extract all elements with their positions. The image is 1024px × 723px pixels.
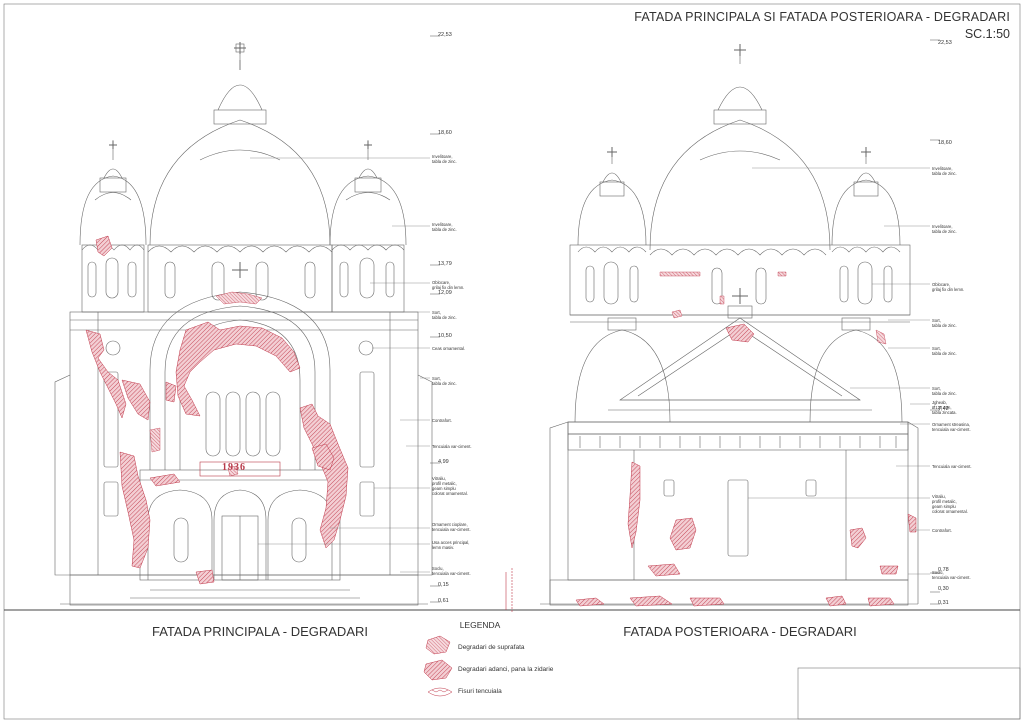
legend-label-deep: Degradari adanci, pana la zidarie [458, 666, 554, 673]
front-level: 0,61 [438, 598, 449, 604]
rear-level: 18,60 [938, 140, 952, 146]
front-note: Ornament cioplare, tencuiala var-ciment. [432, 522, 471, 532]
rear-level: 22,53 [938, 40, 952, 46]
legend-swatch-deep [423, 659, 453, 681]
date-panel [199, 461, 281, 477]
front-note: Sort, tabla de zinc. [432, 376, 457, 386]
rear-note: Ornament streasina, tencuiala var-ciment… [932, 422, 971, 432]
rear-note: Invelitoare, tabla de zinc. [932, 166, 957, 176]
front-level-lines [430, 35, 440, 603]
legend-swatch-cracks [427, 687, 453, 697]
legend-title: LEGENDA [459, 620, 501, 630]
rear-level: 0,30 [938, 586, 949, 592]
front-damage-areas [85, 235, 349, 585]
legend-label-cracks: Fisuri tencuiala [458, 688, 502, 695]
rear-note: Sort, tabla de zinc. [932, 346, 957, 356]
rear-note: Tencuiala var-ciment. [932, 464, 972, 469]
rear-note: Vitraliu, profil metalic, geam simplu co… [932, 494, 968, 514]
front-note: Vitraliu, profil metalic, geam simplu co… [432, 476, 468, 496]
rear-leaders [748, 167, 930, 575]
date-inscription: 1936 [222, 462, 246, 473]
rear-damage-shallow [659, 271, 887, 345]
rear-note: Jgheab, Ø120 mm, tabla zincata. [932, 400, 957, 415]
rear-note: Sort, tabla de zinc. [932, 386, 957, 396]
rear-note: Contrafort. [932, 528, 952, 533]
rear-damage-areas [575, 323, 917, 607]
front-facade-drawing [54, 42, 433, 606]
front-level: 0,15 [438, 582, 449, 588]
front-note: Ceas ornamental. [432, 346, 466, 351]
front-level: 10,50 [438, 333, 452, 339]
front-note: Contrafort. [432, 418, 452, 423]
front-damage-shallow [149, 291, 263, 477]
rear-facade-drawing [540, 44, 919, 606]
rear-note: Invelitoare, tabla de zinc. [932, 224, 957, 234]
rear-level: 7,42 [938, 406, 949, 412]
rear-note: Sort, tabla de zinc. [932, 318, 957, 328]
front-note: Tencuiala var-ciment. [432, 444, 472, 449]
front-note: Oblocare, grilaj fix din lemn. [432, 280, 465, 290]
front-note: Soclu, tencuiala var-ciment. [432, 566, 471, 576]
rear-facade-caption: FATADA POSTERIOARA - DEGRADARI [623, 624, 857, 639]
front-note: Usa acces principal, lemn masiv. [432, 540, 470, 550]
rear-level: 0,31 [938, 600, 949, 606]
front-level: 12,09 [438, 290, 452, 296]
front-leaders [250, 157, 430, 573]
sheet-scale: SC.1:50 [964, 27, 1010, 41]
front-level: 22,53 [438, 32, 452, 38]
front-level: 4,99 [438, 459, 449, 465]
title-block [797, 667, 1021, 720]
legend-swatch-surface [425, 635, 451, 655]
rear-note: Soclu, tencuiala var-ciment. [932, 570, 971, 580]
rear-level: 0,78 [938, 567, 949, 573]
front-note: Invelitoare, tabla de zinc. [432, 154, 457, 164]
legend-label-surface: Degradari de suprafata [458, 644, 525, 651]
front-level: 18,60 [438, 130, 452, 136]
front-note: Sort, tabla de zinc. [432, 310, 457, 320]
rear-level-lines [930, 39, 940, 605]
legend-swatches [423, 635, 453, 697]
front-facade-caption: FATADA PRINCIPALA - DEGRADARI [152, 624, 368, 639]
front-note: Invelitoare, tabla de zinc. [432, 222, 457, 232]
sheet-title: FATADA PRINCIPALA SI FATADA POSTERIOARA … [634, 10, 1010, 24]
rear-note: Oblocare, grilaj fix din lemn. [932, 282, 965, 292]
sheet-frame [3, 3, 1021, 720]
front-level: 13,79 [438, 261, 452, 267]
